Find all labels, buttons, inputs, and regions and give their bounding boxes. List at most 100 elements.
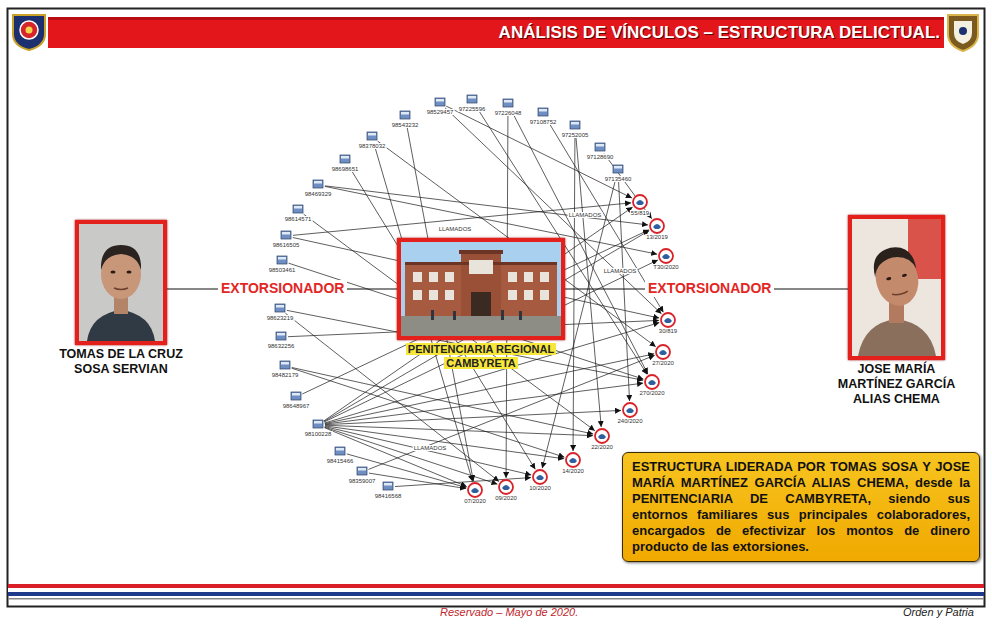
link-line [604,154,652,219]
flag-stripe [8,592,984,596]
link-line [325,186,648,225]
phone-number: 97135460 [604,176,633,182]
call-label: 22/2020 [590,444,614,450]
edge-label: EXTORSIONADOR [645,280,774,297]
phone-icon [275,304,285,312]
call-label: 55/819 [630,210,650,216]
call-icon [633,195,647,209]
phone-number: 98698651 [331,166,360,172]
portrait-figure [852,219,941,356]
caption-holder: TOMAS DE LA CRUZ SOSA SERVIAN [46,347,196,377]
phone-icon [281,231,291,239]
frame-border [8,9,985,607]
phone-number: 97225596 [458,106,487,112]
call-label: 270/2020 [638,390,665,396]
link-line [324,428,466,487]
call-icon [656,345,670,359]
link-line [324,231,649,422]
phone-number: 98359007 [348,478,377,484]
phone-icon [538,108,548,116]
link-line [347,454,467,488]
phone-icon [313,180,323,188]
call-label: 27/2020 [651,360,675,366]
call-icon [566,453,580,467]
call-icon [595,429,609,443]
prison-photo-box: PENITENCIARIA REGIONAL CAMBYRETA [397,238,565,340]
phone-number: 98648967 [282,403,311,409]
header-bar-edge [48,17,944,20]
phone-icon [340,155,350,163]
call-icon [661,313,675,327]
person-name: TOMAS DE LA CRUZ SOSA SERVIAN [46,347,196,377]
link-line [325,425,593,435]
phone-number: 97252005 [561,132,590,138]
link-line [325,427,531,475]
phone-number: 98616505 [272,242,301,248]
phone-icon [276,332,286,340]
phone-number: 97108752 [529,119,558,125]
phone-number: 97128690 [586,154,615,160]
call-label: 07/2020 [463,498,487,504]
link-line [573,133,575,451]
person-photo-box: JOSE MARÍA MARTÍNEZ GARCÍA ALIAS CHEMA [848,215,945,360]
phone-icon [280,361,290,369]
phone-icon [313,420,323,428]
phone-number: 98378032 [358,143,387,149]
link-lines [285,106,663,489]
phone-icon [435,98,445,106]
call-icon [499,480,513,494]
call-icon [645,375,659,389]
header-bar [48,17,944,48]
phone-number: 98503461 [268,267,297,273]
call-label: 09/2020 [494,495,518,501]
phone-icon [367,132,377,140]
person-name: JOSE MARÍA MARTÍNEZ GARCÍA ALIAS CHEMA [831,362,963,407]
phone-number: 98543232 [391,122,420,128]
police-emblem [13,15,45,50]
phone-number: 98416568 [374,493,403,499]
phone-icon [335,447,345,455]
link-line [378,141,656,346]
phone-icon [400,111,410,119]
call-label: T30/2020 [652,264,679,270]
flag-stripe [8,598,984,600]
call-icon [468,483,482,497]
link-line [325,427,498,484]
call-label: 13/2019 [645,234,669,240]
link-line [576,133,602,427]
phone-number: 98482179 [271,372,300,378]
diagram-title: ANÁLISIS DE VÍNCULOS – ESTRUCTURA DELICT… [499,17,940,48]
call-label: 30/819 [658,328,678,334]
call-icon [533,470,547,484]
edge-tag: LLAMADOS [438,226,473,232]
link-line [324,207,633,421]
call-label: 240/2020 [616,418,643,424]
phone-icon [277,256,287,264]
link-line [446,106,632,198]
phone-icon [293,205,303,213]
call-label: 10/2020 [528,485,552,491]
prison-photo [401,242,561,336]
edge-label: EXTORSIONADOR [218,280,347,297]
flag-stripe [8,588,984,592]
call-icon [659,249,673,263]
phone-number: 98623219 [266,315,295,321]
caption-holder: PENITENCIARIA REGIONAL CAMBYRETA [391,342,571,371]
footer-note: Reservado – Mayo de 2020. [440,607,578,618]
phone-number: 98415466 [326,458,355,464]
link-line [287,310,643,380]
footer-note: Orden y Patria [903,607,974,618]
call-label: 14/2020 [561,468,585,474]
phone-number: 97226048 [494,110,523,116]
link-line [325,410,621,424]
link-line [325,383,643,424]
phone-icon [595,143,605,151]
edge-tag: LLAMADOS [603,268,638,274]
edge-tag: LLAMADOS [413,445,448,451]
call-icon [623,403,637,417]
phone-number: 98100228 [304,431,333,437]
caption-holder: JOSE MARÍA MARTÍNEZ GARCÍA ALIAS CHEMA [831,362,963,407]
portrait-figure [79,224,163,341]
phone-icon [570,121,580,129]
